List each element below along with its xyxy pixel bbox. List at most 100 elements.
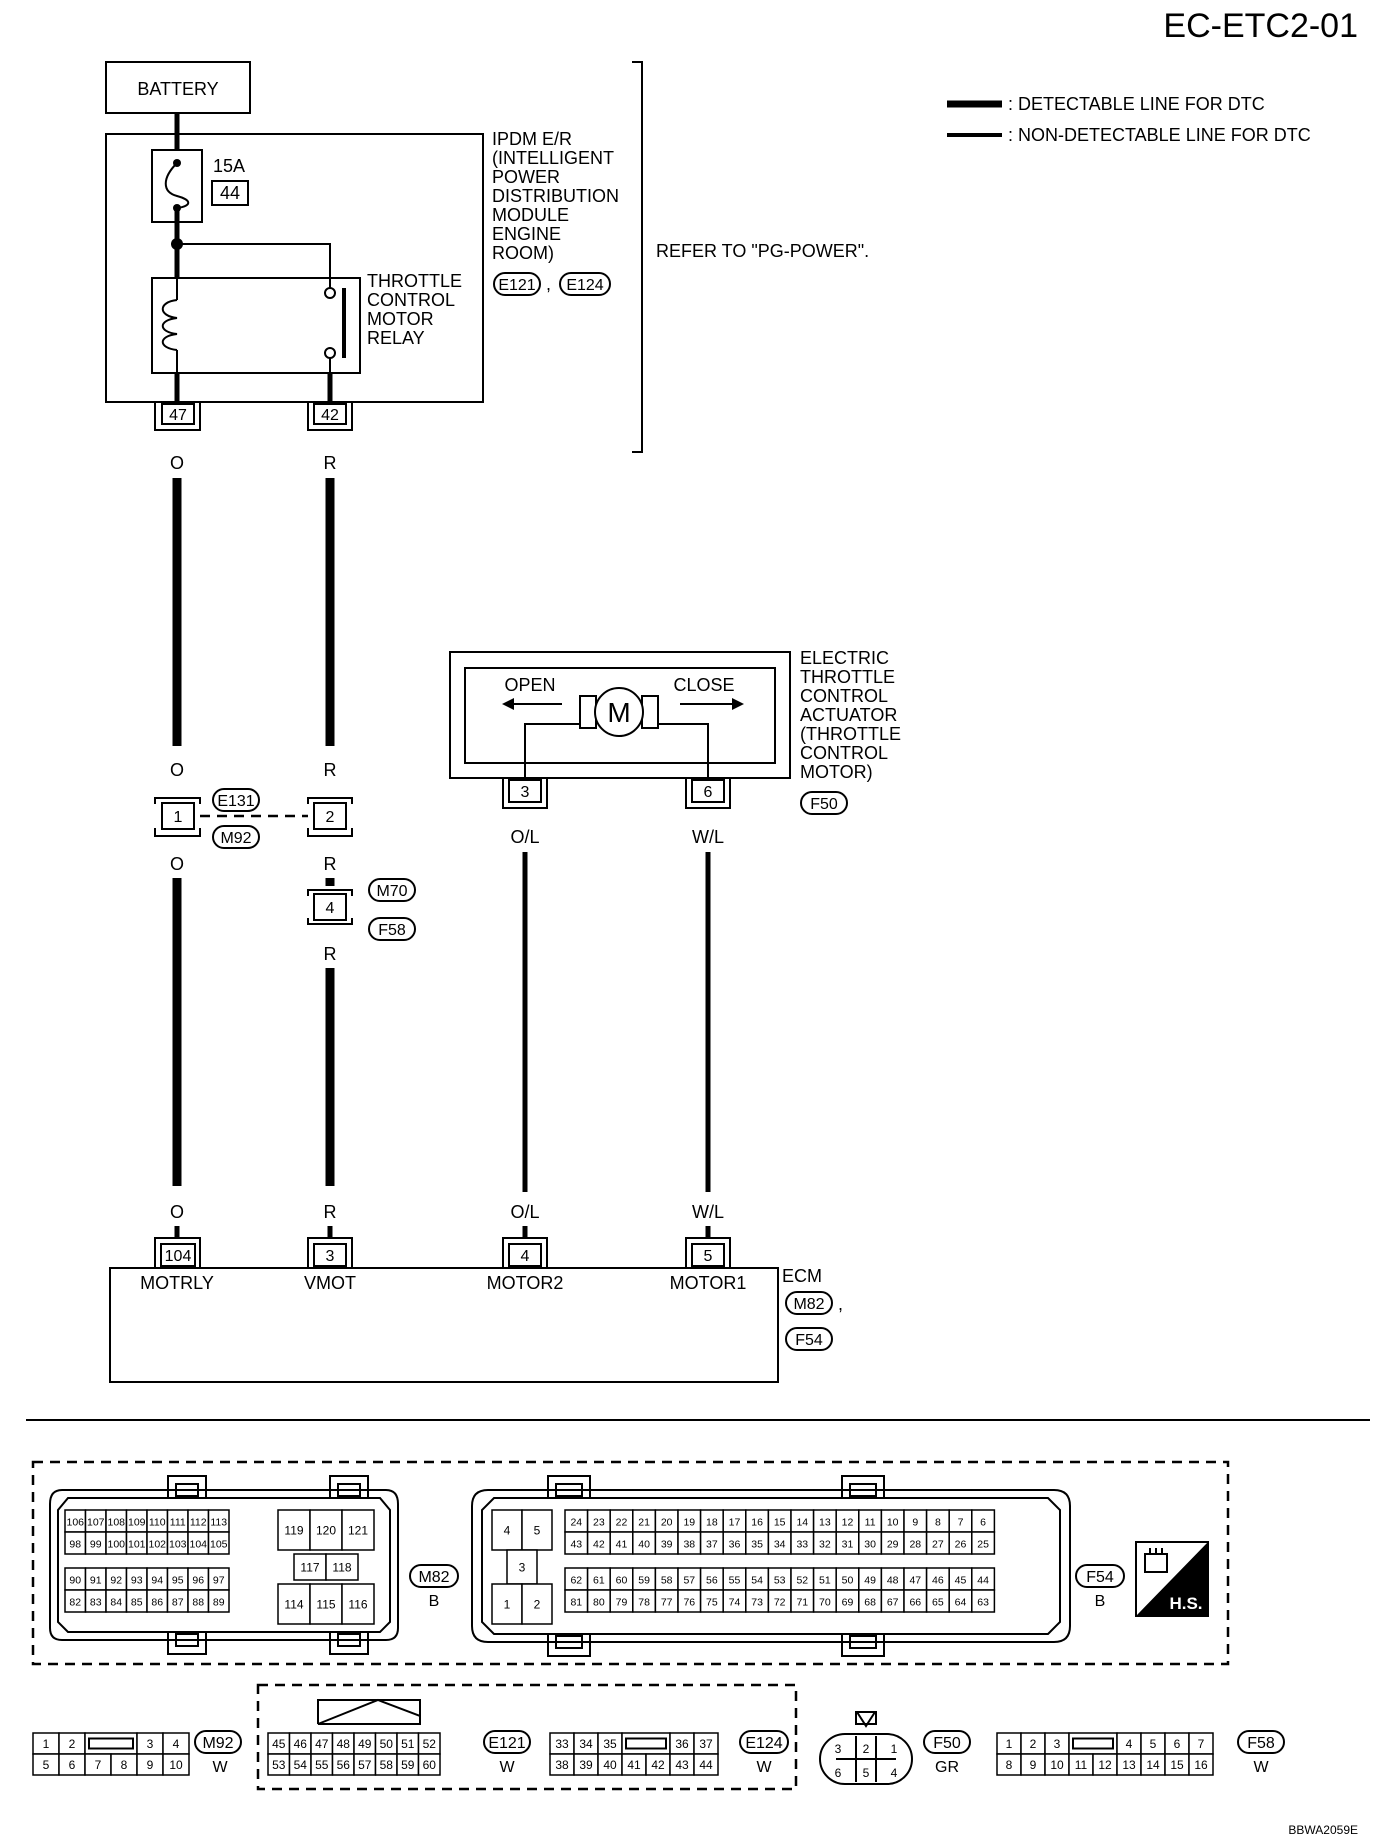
e124-pin-44-cell (693, 1753, 719, 1776)
ipdm-box (105, 133, 484, 403)
f54-pin-38: 38 (683, 1539, 695, 1551)
motor-lead-left (524, 723, 580, 778)
motor-shaft-left (579, 695, 597, 729)
f54-pin-49: 49 (864, 1575, 876, 1587)
f54-pin-70: 70 (819, 1597, 831, 1609)
m92-id-badge (194, 1730, 242, 1754)
hs-label: H.S. (1169, 1594, 1202, 1613)
f54-pin-43: 43 (570, 1539, 582, 1551)
e124-pin-34: 34 (579, 1737, 593, 1751)
e124-pin-43: 43 (675, 1758, 689, 1772)
f54-pin-22: 22 (616, 1517, 628, 1529)
ipdm-label-6: ENGINE (492, 224, 561, 244)
ipdm-label-2: (INTELLIGENT (492, 148, 614, 168)
legend: : DETECTABLE LINE FOR DTC : NON-DETECTAB… (947, 94, 1311, 145)
motor-shaft-right (641, 695, 659, 729)
f54-pin-2-cell (521, 1583, 553, 1625)
ipdm-pin-47: 47 (154, 402, 201, 431)
joint-connector-e131: E131 (217, 793, 254, 810)
f54-pin-31: 31 (842, 1539, 854, 1551)
f54-pin-79: 79 (616, 1597, 628, 1609)
ecm-connector-m82: M82 (793, 1296, 824, 1313)
refer-bracket (632, 61, 643, 453)
ecm-connector-m82-badge (785, 1291, 833, 1315)
m82-pin-91: 91 (90, 1575, 102, 1587)
f58-pin-16: 16 (1194, 1758, 1208, 1772)
f54-pin-25-cell (971, 1531, 996, 1555)
actuator-label-7: MOTOR) (800, 762, 873, 782)
m82-pin-117-cell (293, 1553, 327, 1581)
f58-pin-14: 14 (1146, 1758, 1160, 1772)
f54-pin-52: 52 (796, 1575, 808, 1587)
f58-pin-15: 15 (1170, 1758, 1184, 1772)
f54-pin-15: 15 (774, 1517, 786, 1529)
ecm-pin-5: 5 (685, 1237, 731, 1268)
ipdm-connector-views-frame (256, 1683, 798, 1791)
f50-pin-1: 1 (891, 1742, 898, 1756)
e124-pin-44: 44 (699, 1758, 713, 1772)
m92-pin-5: 5 (43, 1758, 50, 1772)
f54-pin-9: 9 (912, 1517, 918, 1529)
legend-detectable-text: : DETECTABLE LINE FOR DTC (1008, 94, 1265, 114)
m82-pin-83: 83 (90, 1597, 102, 1609)
m92-pin-3: 3 (147, 1737, 154, 1751)
f54-pin-23: 23 (593, 1517, 605, 1529)
m82-pin-120: 120 (316, 1524, 336, 1538)
m82-pin-109: 109 (128, 1517, 146, 1529)
e121-pin-48: 48 (337, 1737, 351, 1751)
f54-pin-77: 77 (661, 1597, 673, 1609)
f54-pin-57: 57 (683, 1575, 695, 1587)
f54-pin-58: 58 (661, 1575, 673, 1587)
wire-color-r-3: R (324, 854, 337, 874)
f50-id: F50 (933, 1735, 961, 1752)
f50-pin-5: 5 (863, 1766, 870, 1780)
f50-pin-2: 2 (863, 1742, 870, 1756)
f54-pin-73: 73 (751, 1597, 763, 1609)
f58-pin-11: 11 (1075, 1758, 1088, 1772)
f54-pin-63: 63 (977, 1597, 989, 1609)
f58-pin-10: 10 (1050, 1758, 1064, 1772)
ipdm-label-7: ROOM) (492, 243, 554, 263)
f54-pin-1-cell (491, 1583, 523, 1625)
f54-pin-28: 28 (909, 1539, 921, 1551)
ecm-pin-4: 4 (502, 1237, 548, 1268)
e124-pin-42: 42 (651, 1758, 665, 1772)
ipdm-pin-42: 42 (307, 402, 353, 431)
f54-pin-60: 60 (616, 1575, 628, 1587)
f54-pin-45: 45 (955, 1575, 967, 1587)
f54-pin-75: 75 (706, 1597, 718, 1609)
m82-pin-85: 85 (131, 1597, 143, 1609)
relay-contact-bottom (324, 347, 336, 359)
legend-non-detectable-text: : NON-DETECTABLE LINE FOR DTC (1008, 125, 1311, 145)
relay-label-1: THROTTLE (367, 271, 462, 291)
m82-pin-115: 115 (316, 1598, 335, 1612)
actuator-close-label: CLOSE (673, 675, 734, 695)
e121-pin-50: 50 (380, 1737, 394, 1751)
f54-pin-21: 21 (638, 1517, 650, 1529)
wire-color-wl-1: W/L (692, 827, 724, 847)
actuator-connector: F50 (810, 796, 838, 813)
e121-pin-49: 49 (358, 1737, 372, 1751)
e124-pin-39: 39 (579, 1758, 593, 1772)
f54-pin-20: 20 (661, 1517, 673, 1529)
actuator-label-6: CONTROL (800, 743, 888, 763)
f58-id: F58 (1247, 1735, 1275, 1752)
ecm-pin-104: 104 (154, 1237, 201, 1268)
f54-pin-24: 24 (570, 1517, 582, 1529)
battery-label: BATTERY (137, 79, 218, 99)
m82-pin-116: 116 (348, 1598, 367, 1612)
m82-pin-87: 87 (172, 1597, 184, 1609)
f54-pin-47: 47 (909, 1575, 921, 1587)
joint2-connector-f58: F58 (378, 922, 406, 939)
f54-color: B (1095, 1593, 1106, 1610)
f54-pin-33: 33 (796, 1539, 808, 1551)
motor-icon (594, 687, 644, 737)
f54-pin-55: 55 (729, 1575, 741, 1587)
f54-pin-17: 17 (729, 1517, 741, 1529)
f58-pin-8: 8 (1006, 1758, 1013, 1772)
joint2-pin-4: 4 (326, 900, 335, 917)
f54-pin-13: 13 (819, 1517, 831, 1529)
m82-pin-107: 107 (87, 1517, 105, 1529)
f54-pin-2: 2 (534, 1598, 541, 1612)
